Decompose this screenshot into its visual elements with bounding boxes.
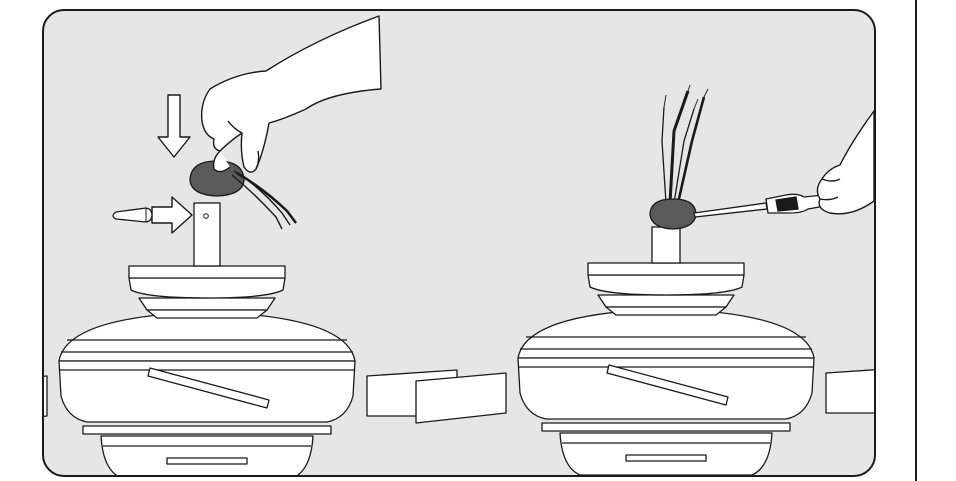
- illustration-canvas: [44, 15, 874, 475]
- step-1-illustration: [44, 15, 458, 475]
- downrod-pin-hole: [203, 213, 209, 219]
- down-arrow-icon: [157, 94, 191, 158]
- hanger-ball: [189, 160, 245, 197]
- lead-wires: [661, 90, 706, 204]
- downrod: [193, 202, 221, 267]
- illustration-panel: [42, 9, 876, 477]
- hand-icon: [200, 15, 382, 173]
- hanger-ball: [649, 198, 697, 230]
- downrod: [651, 226, 681, 264]
- fan-motor-assembly: [44, 265, 458, 475]
- right-arrow-icon: [151, 196, 193, 234]
- clevis-pin: [112, 207, 153, 223]
- stripped-wire-ends: [663, 84, 709, 110]
- hand-icon: [816, 110, 874, 215]
- fan-motor-assembly: [415, 262, 874, 475]
- step-2-illustration: [415, 84, 874, 475]
- loose-wires: [231, 170, 297, 230]
- page-edge-line: [915, 0, 917, 481]
- screwdriver-icon: [693, 193, 832, 218]
